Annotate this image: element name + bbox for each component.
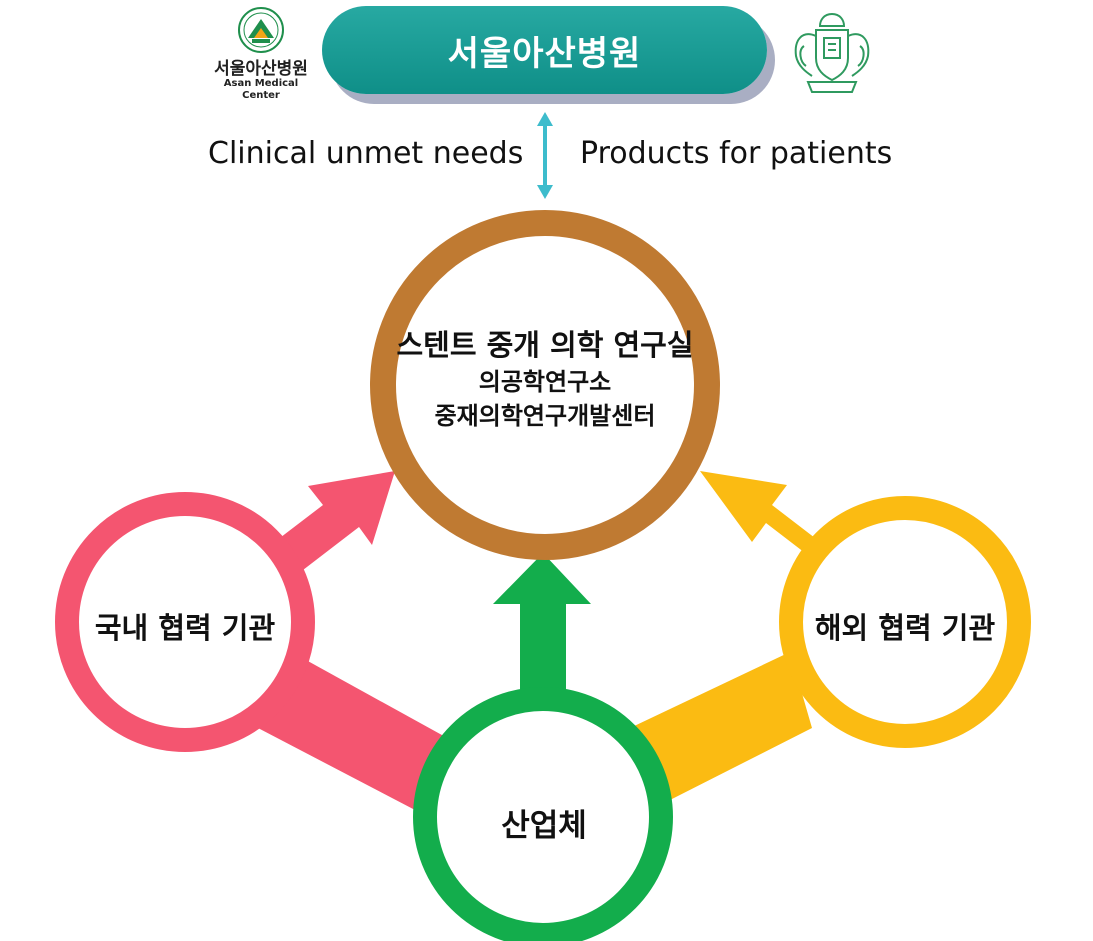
asan-logo-english: Asan Medical Center	[223, 78, 299, 101]
products-label: Products for patients	[580, 136, 893, 171]
industry-label: 산업체	[501, 808, 587, 844]
link-arrow-head-up	[537, 112, 553, 126]
lab-subtitle-1: 의공학연구소	[478, 368, 612, 396]
domestic-band	[258, 660, 460, 810]
center-ring	[370, 210, 720, 560]
lab-subtitle-2: 중재의학연구개발센터	[434, 402, 656, 430]
asan-logo-korean: 서울아산병원	[214, 59, 308, 79]
hospital-banner: 서울아산병원	[322, 6, 767, 94]
overseas-arrow	[700, 471, 828, 566]
link-arrow-head-down	[537, 185, 553, 199]
overseas-label: 해외 협력 기관	[814, 611, 996, 645]
overseas-band	[630, 652, 812, 800]
asan-logo: 서울아산병원 Asan Medical Center	[205, 6, 317, 101]
domestic-circle	[55, 492, 315, 752]
overseas-circle	[779, 496, 1031, 748]
center-node-text: 스텐트 중개 의학 연구실 의공학연구소 중재의학연구개발센터	[380, 325, 710, 433]
asan-foundation-mountain-icon	[238, 7, 284, 53]
industry-arrow	[493, 553, 591, 694]
university-crest-icon	[794, 12, 870, 93]
domestic-arrow	[268, 471, 395, 570]
industry-circle	[413, 687, 673, 941]
hospital-title: 서울아산병원	[447, 33, 642, 74]
university-crest	[782, 6, 882, 98]
domestic-label: 국내 협력 기관	[94, 611, 276, 645]
clinical-needs-label: Clinical unmet needs	[208, 136, 524, 171]
lab-title: 스텐트 중개 의학 연구실	[396, 328, 694, 362]
